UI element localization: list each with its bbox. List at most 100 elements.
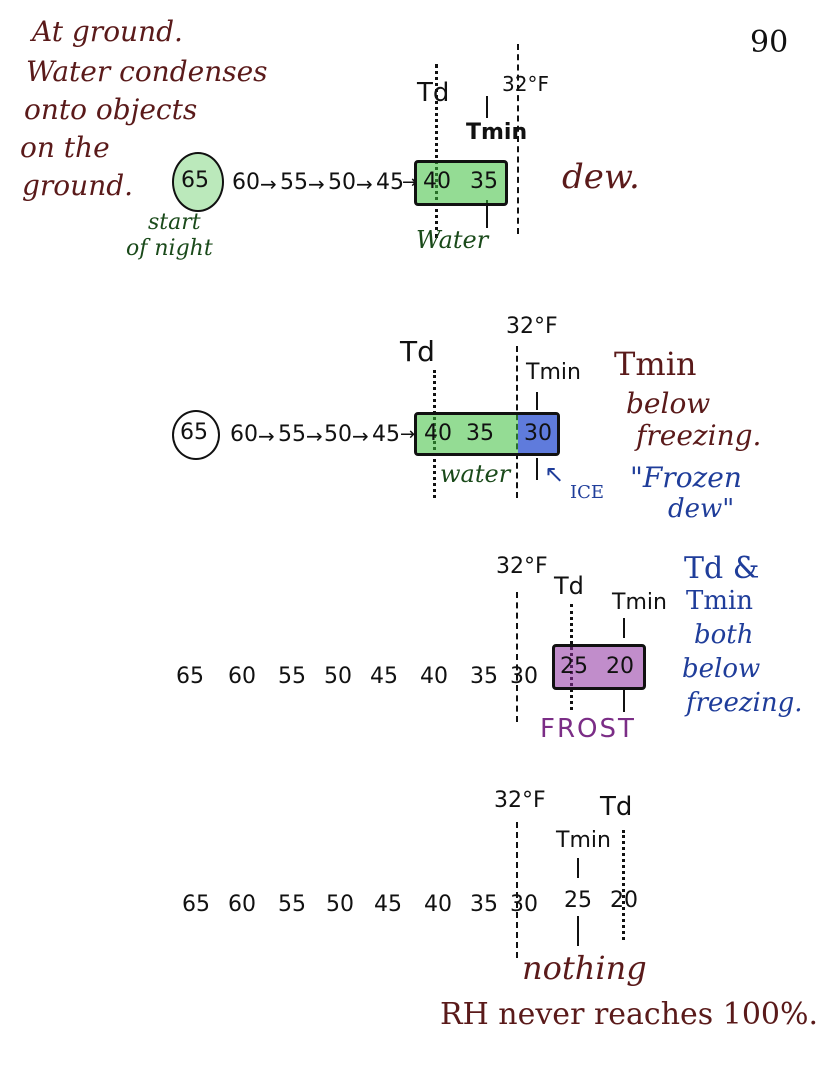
start-value: 65 (180, 420, 208, 445)
sequence-value: 45 (374, 892, 402, 917)
td-label: Td (417, 78, 450, 108)
page-number: 90 (750, 25, 789, 60)
arrow-icon: → (400, 424, 416, 445)
sequence-value: 60 (228, 892, 256, 917)
sequence-value: 60 (230, 422, 258, 447)
note-line: freezing. (686, 688, 803, 718)
sequence-value: 55 (280, 170, 308, 195)
frost-box (552, 644, 646, 690)
tmin-label: Tmin (556, 828, 611, 853)
td-line (622, 830, 625, 940)
tmin-tick-bottom (623, 690, 625, 712)
result-label: nothing (522, 949, 647, 987)
tmin-label: Tmin (466, 120, 528, 145)
tmin-tick-top (536, 392, 538, 410)
sequence-value: 40 (424, 892, 452, 917)
sequence-value: 40 (420, 664, 448, 689)
arrow-up-icon: ↖ (544, 460, 565, 488)
sequence-value: 30 (510, 892, 538, 917)
arrow-icon: → (356, 172, 373, 196)
start-circle (172, 410, 220, 460)
water-label: Water (416, 226, 489, 254)
tmin-tick-bottom (536, 458, 538, 480)
freezing-label: 32°F (494, 788, 546, 813)
result-label: FROST (540, 714, 636, 744)
td-line (435, 64, 438, 238)
boxed-value: 30 (524, 421, 552, 446)
note-line: freezing. (636, 419, 762, 452)
boxed-value: 20 (606, 654, 634, 679)
water-fill (417, 415, 518, 453)
note-line: below (682, 654, 761, 684)
start-value: 65 (181, 168, 209, 193)
sequence-value: 30 (510, 664, 538, 689)
sequence-value: 20 (610, 888, 638, 913)
sequence-value: 65 (182, 892, 210, 917)
condensation-box (414, 160, 508, 206)
top-note-line: onto objects (24, 93, 198, 126)
sequence-value: 50 (324, 422, 352, 447)
start-circle (172, 152, 224, 212)
td-label: Td (400, 335, 435, 368)
sequence-value: 50 (326, 892, 354, 917)
boxed-value: 35 (470, 169, 498, 194)
note-line: both (694, 620, 754, 650)
top-note-line: on the (20, 131, 110, 164)
sequence-value: 50 (328, 170, 356, 195)
boxed-value: 40 (424, 421, 452, 446)
water-ice-box (414, 412, 560, 456)
note-line: Tmin (614, 345, 697, 383)
sequence-value: 60 (232, 170, 260, 195)
tmin-tick-top (486, 96, 488, 118)
bottom-note: RH never reaches 100%. (440, 997, 819, 1032)
arrow-icon: → (308, 172, 325, 196)
boxed-value: 40 (423, 169, 451, 194)
top-note-line: Water condenses (26, 55, 268, 88)
boxed-value: 25 (560, 654, 588, 679)
sequence-value: 45 (370, 664, 398, 689)
start-label-line: of night (126, 236, 213, 261)
sequence-value: 50 (324, 664, 352, 689)
tmin-label: Tmin (526, 360, 581, 385)
freezing-label: 32°F (506, 314, 558, 339)
boxed-value: 35 (466, 421, 494, 446)
tmin-label: Tmin (612, 590, 667, 615)
tmin-tick-bottom (577, 916, 579, 946)
sequence-value: 55 (278, 664, 306, 689)
start-label-line: start (148, 210, 201, 235)
sequence-value: 25 (564, 888, 592, 913)
arrow-icon: → (352, 424, 369, 448)
freezing-label: 32°F (496, 554, 548, 579)
sequence-value: 45 (376, 170, 404, 195)
top-note-line: At ground. (32, 15, 183, 48)
arrow-icon: → (258, 424, 275, 448)
sequence-value: 60 (228, 664, 256, 689)
water-label: water (440, 460, 511, 488)
sequence-value: 55 (278, 422, 306, 447)
note-line: Td & (684, 551, 760, 586)
sequence-value: 55 (278, 892, 306, 917)
result-line: dew" (668, 494, 735, 524)
sequence-value: 65 (176, 664, 204, 689)
sequence-value: 35 (470, 664, 498, 689)
top-note-line: ground. (22, 169, 134, 202)
ice-label: ICE (570, 482, 605, 503)
freezing-line (517, 44, 519, 234)
note-line: below (626, 387, 711, 420)
sequence-value: 35 (470, 892, 498, 917)
td-label: Td (600, 792, 633, 822)
tmin-tick-top (577, 858, 579, 878)
freezing-label: 32°F (502, 72, 549, 96)
td-label: Td (554, 572, 584, 600)
ice-fill (518, 415, 557, 453)
tmin-tick-bottom (486, 200, 488, 228)
result-line: "Frozen (630, 461, 742, 494)
freezing-line (516, 592, 518, 722)
tmin-tick-top (623, 618, 625, 638)
result-label: dew. (562, 157, 640, 197)
arrow-icon: → (260, 172, 277, 196)
arrow-icon: → (402, 172, 418, 193)
freezing-line (516, 822, 518, 958)
note-line: Tmin (686, 586, 754, 616)
